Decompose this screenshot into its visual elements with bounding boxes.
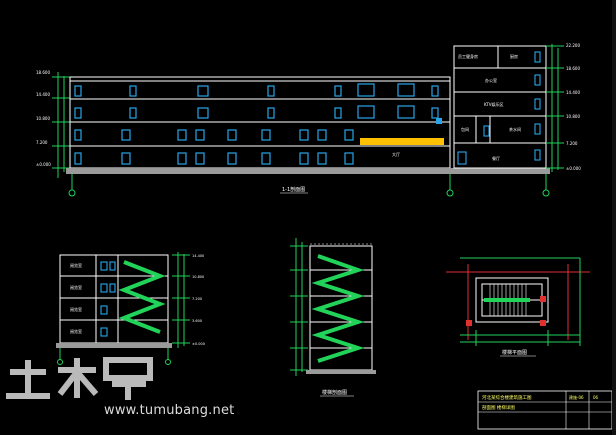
svg-text:3.600: 3.600: [192, 319, 202, 323]
room-label: 阅览室: [70, 328, 82, 334]
svg-text:10.800: 10.800: [36, 116, 50, 121]
watermark-logo: [6, 357, 153, 400]
wing-room-label: 包间: [461, 126, 469, 132]
title-block-drawing: 剖面图 楼梯详图: [482, 404, 515, 411]
main-section-caption: 1-1剖面图: [282, 186, 305, 193]
svg-text:14.400: 14.400: [192, 254, 204, 258]
svg-text:14.400: 14.400: [36, 92, 50, 97]
stair-plan-drawing: 楼梯平面图: [446, 257, 590, 357]
room-label: 阅览室: [70, 284, 82, 290]
scrollbar[interactable]: [612, 0, 616, 435]
svg-text:18.600: 18.600: [36, 70, 50, 75]
svg-text:10.800: 10.800: [566, 114, 580, 119]
wing-room-label: 茶水间: [509, 126, 521, 132]
svg-text:22.200: 22.200: [566, 43, 580, 48]
stair-section-drawing: 楼梯剖面图: [290, 238, 376, 397]
main-section-drawing: 18.600 14.400 10.800 7.200 ±0.000: [36, 70, 550, 197]
svg-text:18.600: 18.600: [566, 66, 580, 71]
left-section-drawing: 阅览室 阅览室 阅览室 阅览室 14.400 10.800 7.200 3.60…: [56, 252, 205, 365]
title-block-sheet: 建施-06: [569, 394, 584, 400]
svg-text:±0.000: ±0.000: [192, 342, 205, 346]
wing-room-label: 厨房: [510, 53, 518, 59]
svg-text:±0.000: ±0.000: [36, 162, 51, 167]
stair-section-caption: 楼梯剖面图: [322, 389, 347, 396]
wing-room-label: 员工健身房: [458, 53, 478, 59]
svg-text:±0.000: ±0.000: [566, 166, 581, 171]
title-block-project: 河北某综合楼建筑施工图: [482, 394, 532, 401]
svg-text:7.200: 7.200: [192, 297, 202, 301]
svg-text:10.800: 10.800: [192, 275, 204, 279]
wing-room-label: 办公室: [485, 77, 497, 83]
svg-text:7.200: 7.200: [566, 141, 578, 146]
room-label-hall: 大厅: [392, 151, 400, 157]
svg-text:14.400: 14.400: [566, 90, 580, 95]
stair-plan-caption: 楼梯平面图: [502, 349, 527, 356]
watermark-url: www.tumubang.net: [104, 403, 235, 418]
wing-room-label: 餐厅: [492, 155, 500, 161]
right-wing-section: 员工健身房 厨房 办公室 KTV娱乐区 包间 茶水间 餐厅 22.200 18.…: [453, 43, 581, 197]
room-label: 阅览室: [70, 262, 82, 268]
title-block: 河北某综合楼建筑施工图 剖面图 楼梯详图 建施-06 06: [477, 390, 613, 430]
room-label: 阅览室: [70, 306, 82, 312]
wing-room-label: KTV娱乐区: [484, 101, 504, 107]
title-block-code: 06: [593, 395, 599, 400]
svg-text:7.200: 7.200: [36, 140, 48, 145]
